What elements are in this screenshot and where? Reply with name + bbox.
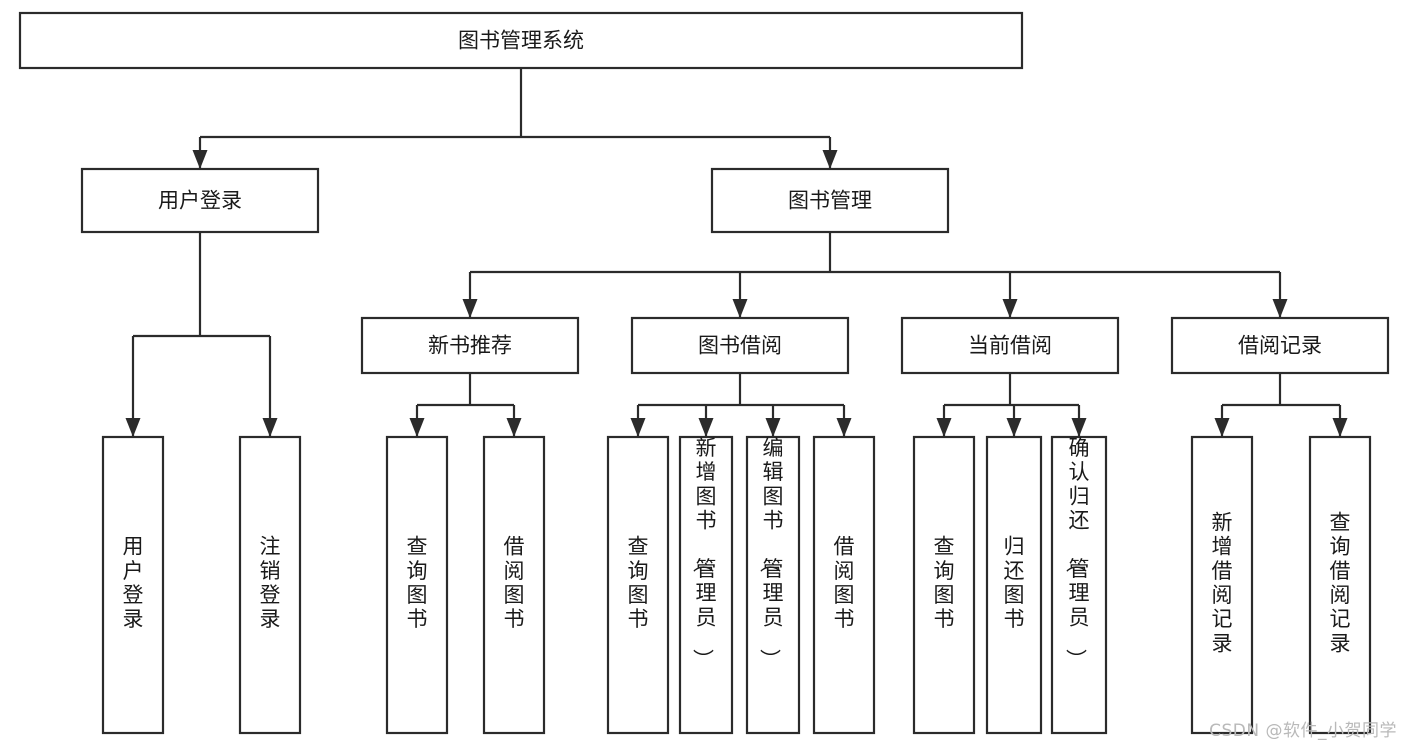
node-label: 注销登录 [260,535,281,632]
node-label: 查询图书 [407,535,428,632]
node-label: 编辑图书（管理员） [758,436,784,670]
node-label: 用户登录 [123,535,144,632]
arrow-head-icon [462,299,478,318]
arrow-head-icon [732,299,748,318]
arrow-head-icon [698,418,714,437]
node-label: 用户登录 [158,189,242,213]
node-leaf-query-book-2[interactable]: 查询图书 [606,435,670,735]
arrow-head-icon [765,418,781,437]
watermark-label: CSDN @软件_小贺同学 [1209,721,1397,741]
node-leaf-query-borrow-record[interactable]: 查询借阅记录 [1308,435,1372,735]
node-leaf-confirm-return-admin[interactable]: 确认归还（管理员） [1050,435,1108,735]
node-book-manage[interactable]: 图书管理 [710,167,950,234]
node-borrow-record[interactable]: 借阅记录 [1170,316,1390,375]
node-leaf-borrow-book-1[interactable]: 借阅图书 [482,435,546,735]
node-leaf-add-book-admin[interactable]: 新增图书（管理员） [678,435,734,735]
arrow-head-icon [1071,418,1087,437]
arrow-head-icon [1272,299,1288,318]
node-label: 图书管理 [788,189,872,213]
node-leaf-logout[interactable]: 注销登录 [238,435,302,735]
arrow-head-icon [192,150,208,169]
node-leaf-edit-book-admin[interactable]: 编辑图书（管理员） [745,435,801,735]
arrow-head-icon [262,418,278,437]
node-layer: 图书管理系统用户登录图书管理新书推荐图书借阅当前借阅借阅记录用户登录注销登录查询… [18,11,1390,735]
node-label: 确认归还（管理员） [1064,436,1090,670]
arrow-head-icon [630,418,646,437]
node-label: 查询图书 [628,535,649,632]
node-leaf-query-book-1[interactable]: 查询图书 [385,435,449,735]
arrow-head-icon [506,418,522,437]
node-label: 归还图书 [1004,535,1025,632]
arrow-head-icon [836,418,852,437]
node-leaf-user-login[interactable]: 用户登录 [101,435,165,735]
node-label: 图书借阅 [698,334,782,358]
node-label: 借阅记录 [1238,334,1322,358]
node-new-book-rec[interactable]: 新书推荐 [360,316,580,375]
node-current-borrow[interactable]: 当前借阅 [900,316,1120,375]
arrow-head-icon [409,418,425,437]
connector-layer [125,68,1348,437]
arrow-head-icon [936,418,952,437]
node-label: 当前借阅 [968,334,1052,358]
node-leaf-return-book[interactable]: 归还图书 [985,435,1043,735]
node-label: 查询借阅记录 [1330,510,1351,655]
node-label: 新增借阅记录 [1212,510,1233,655]
node-label: 图书管理系统 [458,29,584,53]
node-label: 新书推荐 [428,334,512,358]
node-leaf-query-book-3[interactable]: 查询图书 [912,435,976,735]
node-label: 查询图书 [934,535,955,632]
node-leaf-add-borrow-record[interactable]: 新增借阅记录 [1190,435,1254,735]
arrow-head-icon [822,150,838,169]
node-label: 借阅图书 [504,535,525,632]
arrow-head-icon [1002,299,1018,318]
node-label: 新增图书（管理员） [691,436,717,670]
node-book-borrow[interactable]: 图书借阅 [630,316,850,375]
node-leaf-borrow-book-2[interactable]: 借阅图书 [812,435,876,735]
arrow-head-icon [1006,418,1022,437]
arrow-head-icon [125,418,141,437]
arrow-head-icon [1214,418,1230,437]
arrow-head-icon [1332,418,1348,437]
node-label: 借阅图书 [834,535,855,632]
node-user-login[interactable]: 用户登录 [80,167,320,234]
node-root-图书管理系统[interactable]: 图书管理系统 [18,11,1024,70]
